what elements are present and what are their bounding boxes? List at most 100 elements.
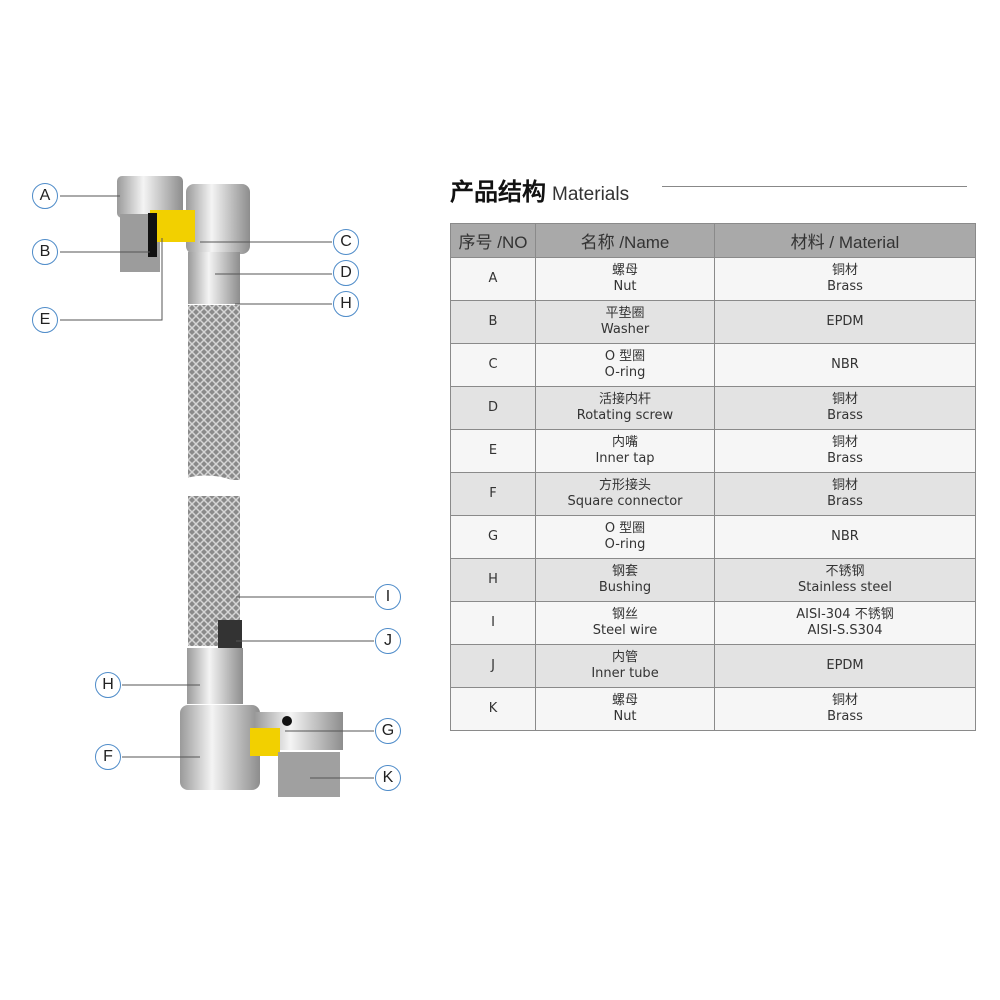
part-no: J [491,658,495,673]
part-name-cn: 内嘴 [611,435,638,450]
callout-f: F [95,744,121,770]
callout-h-bottom: H [95,672,121,698]
material-line-1: 铜材 [831,435,858,450]
callout-d: D [333,260,359,286]
material-line-1: 铜材 [831,392,858,407]
cell-no: C [450,343,536,387]
top-fitting [117,176,250,304]
cell-material: EPDM [714,300,976,344]
cell-no: I [450,601,536,645]
material-line-1: 不锈钢 [825,564,865,579]
part-no: E [488,443,498,458]
braided-hose-upper [188,305,240,480]
part-name-en: Washer [600,322,650,337]
material-line-2: Stainless steel [798,580,892,595]
cell-material: NBR [714,343,976,387]
part-name-en: Inner tap [595,451,655,466]
part-name-cn: 螺母 [611,693,638,708]
cell-no: D [450,386,536,430]
part-no: K [488,701,498,716]
material-line-1: NBR [831,357,859,372]
callout-a: A [32,183,58,209]
material-line-2: Brass [827,408,863,423]
cell-no: H [450,558,536,602]
part-name-cn: 内管 [611,650,638,665]
header-name: 名称 /Name [535,223,715,258]
cell-no: K [450,687,536,731]
material-line-2: Brass [827,494,863,509]
part-name-en: Steel wire [592,623,658,638]
material-line-1: NBR [831,529,859,544]
part-no: C [488,357,498,372]
part-name-en: Bushing [598,580,652,595]
material-line-2: Brass [827,451,863,466]
leader-lines [60,195,374,779]
callout-j: J [375,628,401,654]
cell-no: F [450,472,536,516]
cell-material: EPDM [714,644,976,688]
part-name-cn: 螺母 [611,263,638,278]
title-divider [662,186,967,187]
bottom-fitting [180,648,343,797]
callout-i: I [375,584,401,610]
header-no: 序号 /NO [450,223,536,258]
part-no: A [488,271,498,286]
part-name-cn: 方形接头 [598,478,651,493]
cell-no: G [450,515,536,559]
section-title: 产品结构 Materials [450,172,629,207]
part-name-en: Nut [613,279,637,294]
cell-no: A [450,257,536,301]
part-name-en: Rotating screw [576,408,674,423]
part-name-en: Nut [613,709,637,724]
callout-b: B [32,239,58,265]
material-line-2: Brass [827,709,863,724]
callout-h-top: H [333,291,359,317]
material-line-1: AISI-304 不锈钢 [796,607,894,622]
part-name-cn: O 型圈 [604,349,646,364]
cell-material: NBR [714,515,976,559]
part-name-en: O-ring [604,537,646,552]
header-material: 材料 / Material [714,223,976,258]
part-name-cn: 活接内杆 [598,392,651,407]
part-name-en: Inner tube [591,666,659,681]
title-en: Materials [552,184,630,205]
cell-no: J [450,644,536,688]
material-line-1: EPDM [826,658,864,673]
part-no: I [491,615,495,630]
material-line-1: 铜材 [831,693,858,708]
material-line-1: EPDM [826,314,864,329]
callout-g: G [375,718,401,744]
part-name-cn: 钢丝 [611,607,638,622]
title-cn: 产品结构 [450,178,546,206]
part-name-en: O-ring [604,365,646,380]
material-line-2: Brass [827,279,863,294]
part-no: H [488,572,498,587]
part-no: G [487,529,499,544]
part-no: B [488,314,498,329]
hose-cutaway-diagram [60,176,374,797]
